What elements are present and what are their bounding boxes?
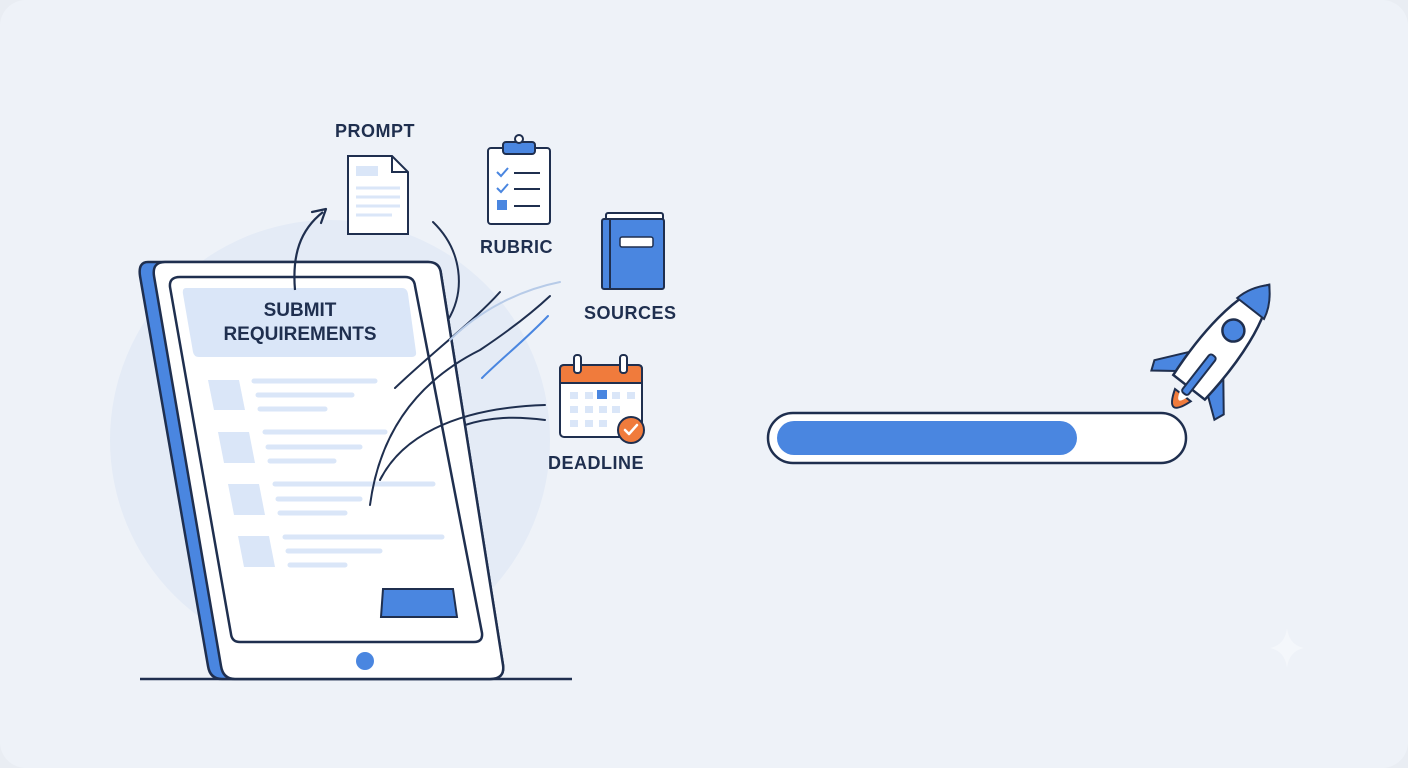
document-icon xyxy=(347,155,409,235)
rocket-icon xyxy=(1150,283,1271,422)
label-prompt: PROMPT xyxy=(335,121,416,141)
label-sources: SOURCES xyxy=(584,303,677,323)
upload-arrowhead xyxy=(310,207,328,225)
book-icon xyxy=(601,212,665,290)
screen-header-block xyxy=(182,288,417,357)
tablet-device xyxy=(138,260,505,681)
clipboard-checklist-icon xyxy=(487,134,551,225)
upload-arrow xyxy=(293,211,324,291)
screen-title-line1: SUBMIT xyxy=(263,300,337,321)
sparkle-icon xyxy=(1270,628,1304,668)
label-rubric: RUBRIC xyxy=(480,237,553,257)
screen-title: SUBMIT REQUIREMENTS xyxy=(200,299,400,347)
home-button[interactable] xyxy=(356,652,374,670)
form-rows xyxy=(208,378,445,568)
progress-fill xyxy=(777,421,1077,455)
progress-bar xyxy=(766,411,1188,465)
screen-title-line2: REQUIREMENTS xyxy=(223,324,377,345)
calendar-check-icon xyxy=(559,354,645,444)
screen-submit-button[interactable] xyxy=(379,588,459,618)
label-deadline: DEADLINE xyxy=(548,453,645,473)
flow-swooshes xyxy=(369,221,561,506)
